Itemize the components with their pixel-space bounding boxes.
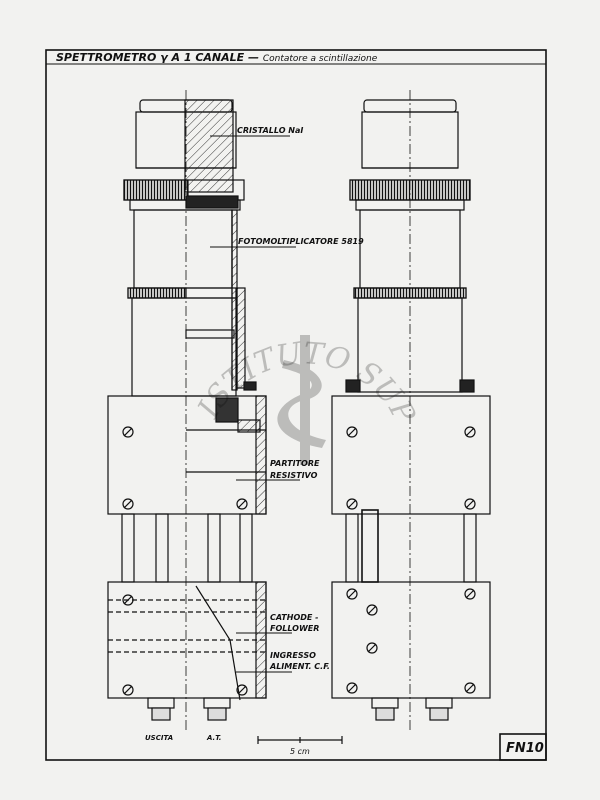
label-divider-2: RESISTIVO: [270, 471, 318, 480]
label-ingresso-2: ALIMENT. C.F.: [269, 662, 330, 671]
label-crystal: CRISTALLO NaI: [237, 126, 303, 135]
drawing-title: SPETTROMETRO γ A 1 CANALE — Contatore a …: [56, 51, 378, 64]
label-cathode-2: FOLLOWER: [270, 624, 319, 633]
scale-bar: [257, 736, 343, 744]
caduceus-icon: [277, 335, 326, 465]
drawing-number-box: [499, 733, 547, 761]
label-ingresso-1: INGRESSO: [270, 651, 316, 660]
label-pmt: FOTOMOLTIPLICATORE 5819: [238, 237, 364, 246]
watermark: ISTITUTO SUPERIORE DI SANITÀ: [0, 0, 422, 465]
drawing-number: FN10: [506, 741, 544, 756]
right-view-external: [331, 90, 491, 730]
scale-label: 5 cm: [290, 747, 310, 756]
label-divider-1: PARTITORE: [270, 459, 320, 468]
label-at: A.T.: [206, 734, 221, 742]
label-cathode-1: CATHODE -: [270, 613, 318, 622]
leader-lines: [210, 135, 300, 673]
label-uscita: USCITA: [145, 734, 173, 742]
drawing-frame: [45, 49, 547, 761]
left-view-sectioned: [107, 90, 267, 730]
